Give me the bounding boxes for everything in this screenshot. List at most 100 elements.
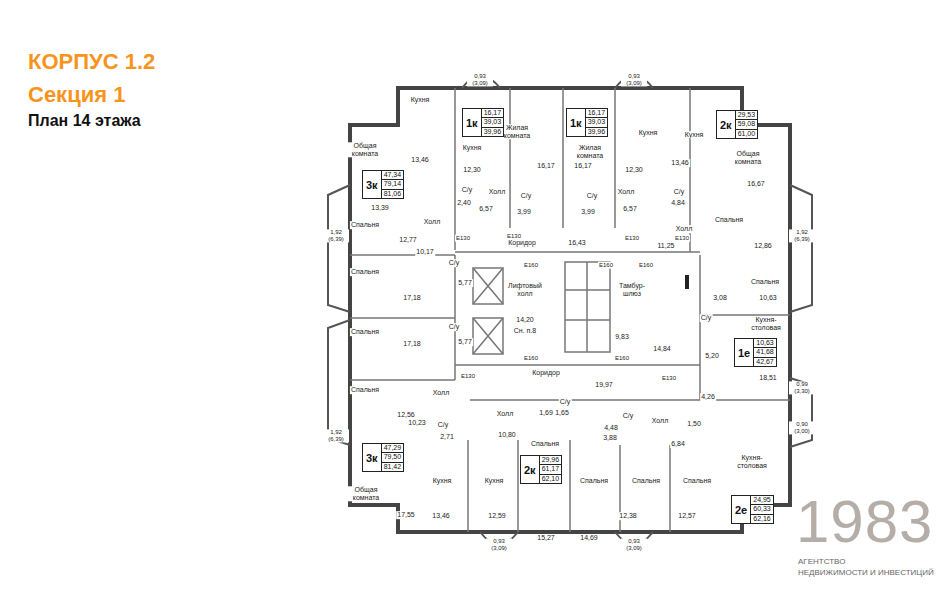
area-value: 39,03 [482, 118, 504, 127]
area-value: 60,33 [751, 505, 773, 514]
room-name: Коридор [531, 369, 561, 377]
room-name: С/у [437, 421, 450, 429]
room-name: С/у [622, 412, 635, 420]
area-value: 10,63 [754, 339, 776, 348]
area-value: 13,46 [431, 512, 451, 520]
watermark: 1983 [795, 492, 934, 552]
room-name: Кухня [638, 129, 659, 137]
room-name: Холл [432, 389, 451, 397]
area-value: 39,96 [586, 128, 608, 136]
room-name: Холл [488, 188, 507, 196]
area-value: 12,77 [398, 236, 418, 244]
area-value: 39,03 [586, 118, 608, 127]
area-value: 1,69 [538, 409, 554, 417]
watermark: АГЕНТСТВО [797, 558, 846, 567]
area-value: 14,20 [515, 316, 535, 324]
area-value: 10,80 [497, 431, 517, 439]
room-name: Спальня [350, 386, 380, 394]
apartment-type: 1е [735, 339, 753, 366]
room-name: С/у [461, 186, 474, 194]
area-value: 16,43 [567, 239, 587, 247]
area-value: 12,30 [462, 166, 482, 174]
area-value: 4,48 [603, 424, 619, 432]
area-value: 61,00 [736, 130, 758, 138]
area-value: 12,56 [396, 411, 416, 419]
room-name: Лифтовый холл [506, 282, 544, 297]
area-value: 2,71 [439, 433, 455, 441]
area-value: 3,99 [580, 208, 596, 216]
room-name: Спальня [750, 278, 780, 286]
area-value: 5,20 [704, 352, 720, 360]
room-name: Коридор [507, 239, 537, 247]
room-name: Холл [617, 188, 636, 196]
area-value: 42,67 [754, 358, 776, 366]
room-name: С/у [520, 192, 533, 200]
apartment-type: 3к [363, 444, 381, 471]
area-value: 0,90 (3,00) [789, 421, 815, 434]
room-name: Спальня [714, 216, 744, 224]
area-value: 62,10 [540, 475, 562, 483]
area-value: 29,96 [540, 456, 562, 465]
area-value: 3,99 [516, 208, 532, 216]
area-value: E160 [638, 262, 654, 269]
apartment-box: 1к16,1739,0339,96 [462, 108, 504, 137]
area-value: 4,84 [670, 199, 686, 207]
area-value: 17,55 [396, 511, 416, 519]
area-value: 81,06 [382, 190, 404, 198]
room-name: Холл [423, 218, 442, 226]
area-value: 12,30 [624, 166, 644, 174]
plan-subtitle: План 14 этажа [27, 112, 142, 130]
area-value: 1,92 (6,39) [323, 429, 349, 442]
area-value: E130 [460, 373, 476, 380]
area-value: 0,99 (3,30) [789, 381, 815, 394]
apartment-type: 1к [567, 109, 585, 136]
area-value: E130 [624, 235, 640, 242]
area-column: 29,9661,1762,10 [539, 456, 562, 483]
area-value: 11,25 [657, 242, 676, 250]
apartment-type: 3к [363, 171, 381, 198]
apartment-box: 1к16,1739,0339,96 [566, 108, 608, 137]
room-name: Спальня [530, 440, 560, 448]
apartment-type: 2к [521, 456, 539, 483]
area-value: 5,77 [457, 279, 473, 287]
area-value: 16,17 [573, 162, 593, 170]
area-column: 47,3479,1481,06 [381, 171, 404, 198]
room-name: Спальня [350, 328, 380, 336]
room-name: Холл [675, 225, 694, 233]
area-value: 6,57 [622, 205, 638, 213]
room-name: С/у [673, 188, 686, 196]
area-value: 12,86 [753, 242, 773, 250]
room-name: С/у [559, 398, 572, 406]
area-value: 16,17 [482, 109, 504, 118]
room-name: Спальня [682, 477, 712, 485]
room-name: С/у [448, 259, 461, 267]
room-name: Кухня [410, 96, 431, 104]
room-name: С/у [448, 323, 461, 331]
apartment-box: 3к47,3479,1481,06 [362, 170, 404, 199]
area-value: 0,93 (3,09) [486, 538, 512, 551]
area-value: 18,51 [758, 374, 778, 382]
area-value: 17,18 [402, 294, 422, 302]
area-value: E130 [455, 235, 471, 242]
room-name: Кухня [484, 477, 505, 485]
area-value: 15,27 [536, 534, 556, 542]
room-name: Холл [651, 417, 670, 425]
area-value: 13,46 [670, 159, 690, 167]
area-value: E160 [523, 262, 539, 269]
area-value: 1,92 (6,39) [323, 229, 349, 242]
apartment-box: 2е24,9560,3362,16 [731, 495, 774, 524]
room-name: Общая комната [347, 142, 383, 157]
watermark: НЕДВИЖИМОСТИ И ИНВЕСТИЦИЙ [797, 569, 935, 578]
plan-subtitle: Секция 1 [27, 83, 126, 107]
room-name: Спальня [350, 268, 380, 276]
area-value: 1,92 (6,39) [789, 229, 815, 242]
area-value: 2,40 [456, 199, 472, 207]
area-value: E160 [598, 262, 614, 269]
area-value: 1,65 [554, 409, 570, 417]
area-value: 14,69 [579, 534, 599, 542]
area-value: 13,46 [410, 156, 430, 164]
room-name: Кухня [462, 144, 483, 152]
area-value: 4,26 [700, 393, 716, 401]
area-value: 6,57 [478, 205, 494, 213]
room-name: Кухня-столовая [745, 316, 787, 331]
